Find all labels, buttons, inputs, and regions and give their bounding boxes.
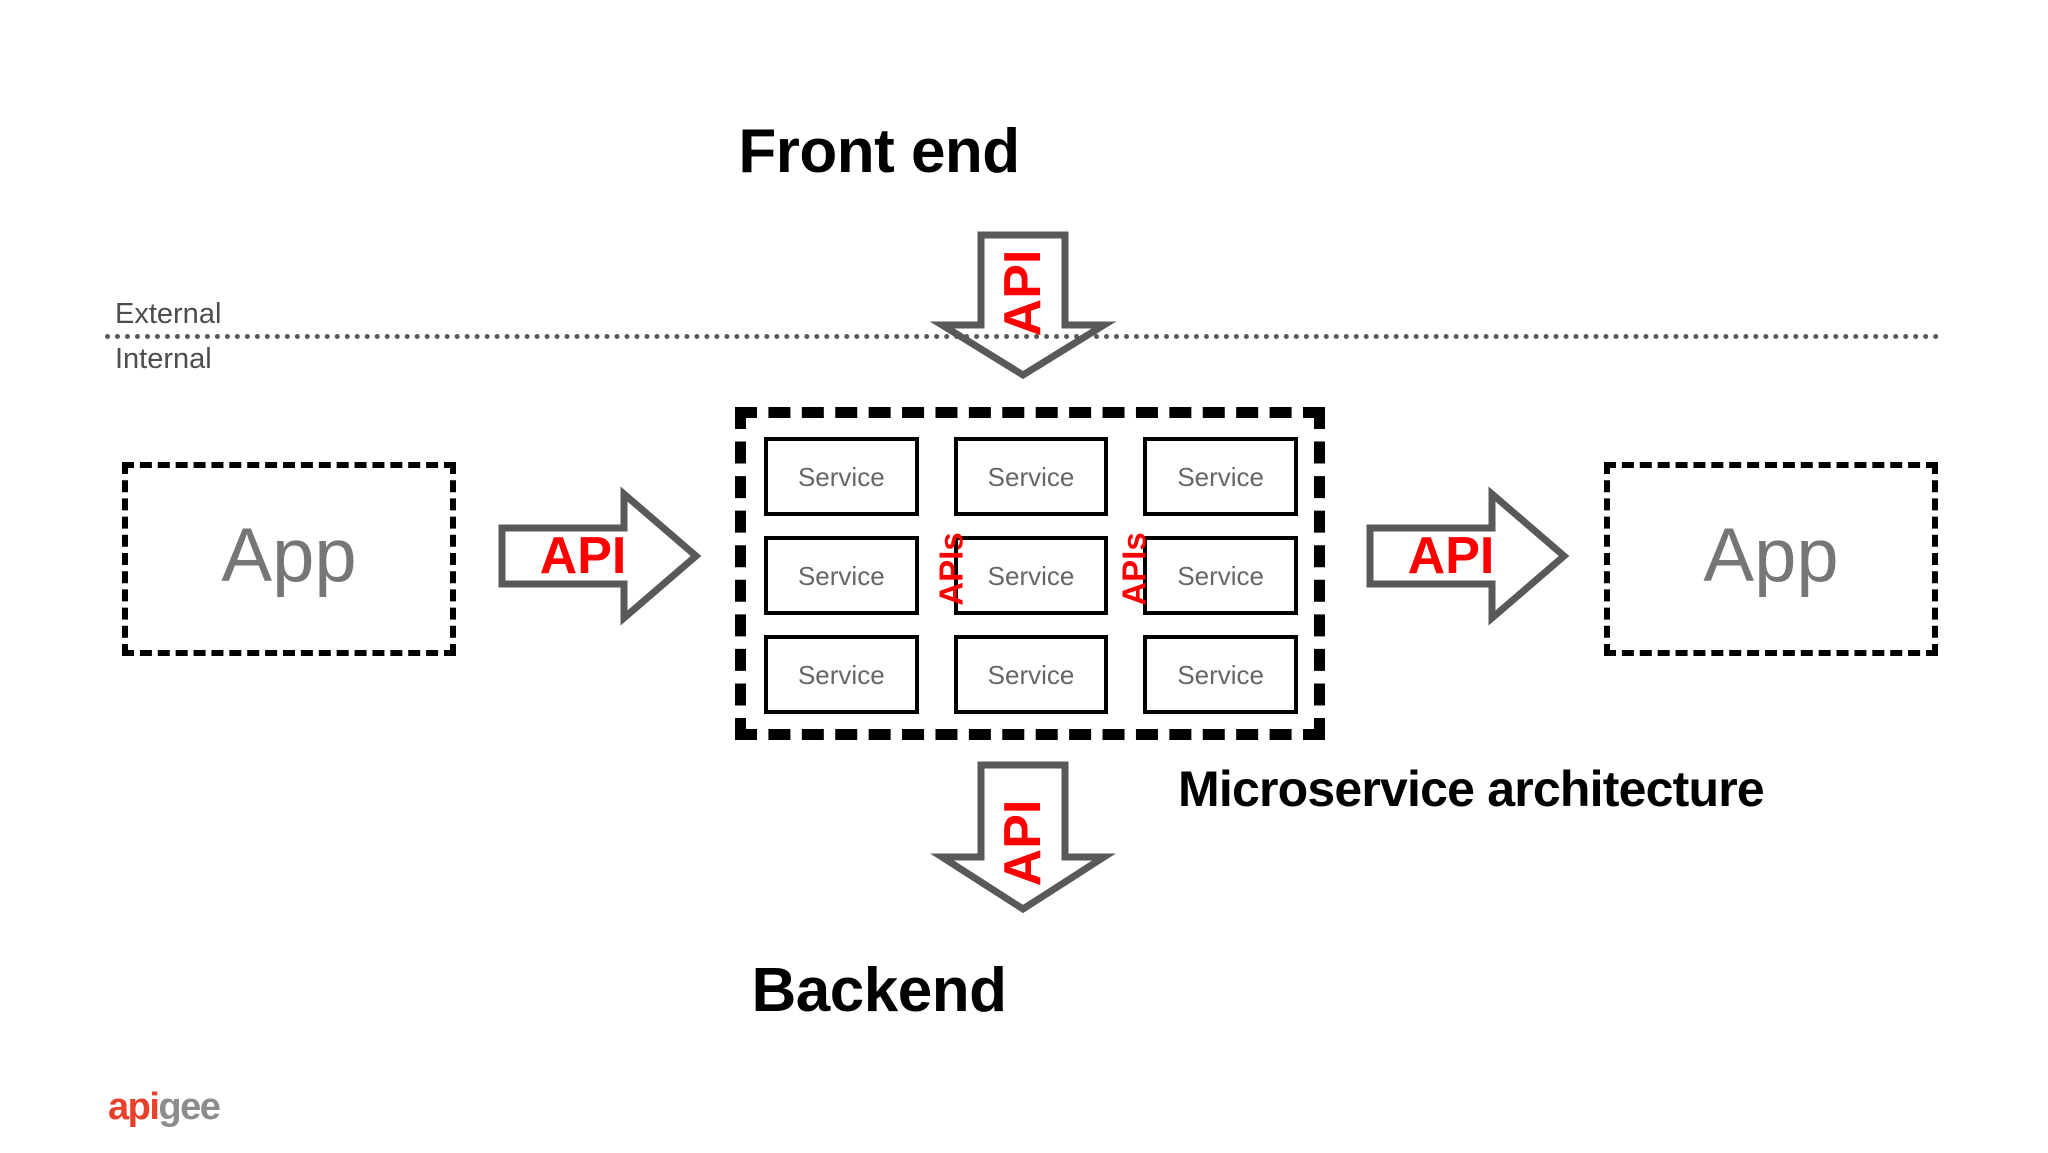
service-label: Service bbox=[797, 659, 885, 690]
service-label: Service bbox=[797, 560, 885, 591]
api-arrow-bottom: API bbox=[930, 761, 1116, 914]
service-box: Service bbox=[1143, 437, 1298, 516]
service-label: Service bbox=[987, 461, 1075, 492]
service-box: Service bbox=[764, 437, 919, 516]
service-label: Service bbox=[987, 659, 1075, 690]
apigee-logo: apigee bbox=[108, 1086, 221, 1128]
front-end-title: Front end bbox=[738, 117, 1020, 186]
app-box-right: App bbox=[1604, 462, 1938, 656]
api-arrow-left: API bbox=[498, 486, 702, 626]
external-internal-divider bbox=[105, 334, 1940, 339]
external-label: External bbox=[115, 298, 222, 330]
arrow-down-icon bbox=[929, 231, 1117, 380]
service-label: Service bbox=[1177, 461, 1265, 492]
arrow-right-icon bbox=[498, 486, 702, 626]
service-label: Service bbox=[1177, 659, 1265, 690]
internal-label: Internal bbox=[115, 343, 212, 375]
service-box: Service bbox=[953, 536, 1109, 615]
microservice-architecture-label: Microservice architecture bbox=[1178, 761, 1765, 817]
service-box: Service bbox=[1143, 635, 1298, 714]
api-arrow-top: API bbox=[929, 231, 1117, 380]
service-grid: Service Service Service Service Service … bbox=[764, 437, 1298, 714]
arrow-right-icon bbox=[1366, 486, 1570, 626]
app-box-left-label: App bbox=[221, 513, 357, 598]
service-label: Service bbox=[797, 461, 885, 492]
service-box: Service bbox=[764, 536, 919, 615]
apigee-logo-part-two: gee bbox=[158, 1086, 220, 1128]
arrow-down-icon bbox=[930, 761, 1116, 914]
backend-title: Backend bbox=[751, 956, 1007, 1025]
api-arrow-right: API bbox=[1366, 486, 1570, 626]
app-box-left: App bbox=[122, 462, 456, 656]
service-box: Service bbox=[953, 635, 1109, 714]
service-box: Service bbox=[953, 437, 1109, 516]
service-label: Service bbox=[987, 560, 1075, 591]
service-box: Service bbox=[1143, 536, 1298, 615]
service-label: Service bbox=[1177, 560, 1265, 591]
apis-label-column-2: APIs bbox=[1115, 532, 1153, 606]
app-box-right-label: App bbox=[1703, 513, 1839, 598]
service-box: Service bbox=[764, 635, 919, 714]
apis-label-column-1: APIs bbox=[932, 532, 970, 606]
microservice-container: Service Service Service Service Service … bbox=[735, 407, 1325, 740]
apigee-logo-part-one: api bbox=[108, 1086, 160, 1128]
